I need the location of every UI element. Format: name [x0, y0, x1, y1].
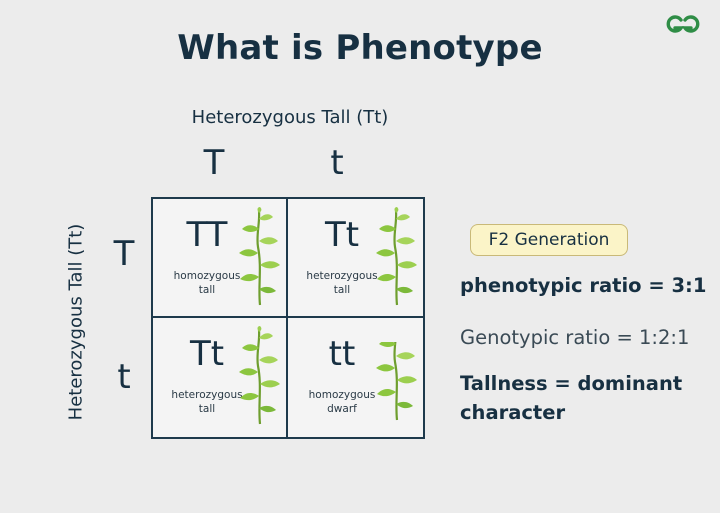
cell-description: heterozygous tall — [302, 269, 382, 297]
cell-description-line: tall — [333, 284, 351, 296]
cell-description-line: dwarf — [327, 403, 357, 415]
cell-description: homozygous dwarf — [302, 388, 382, 416]
top-allele-1: T — [203, 143, 225, 183]
cell-description-line: homozygous — [173, 270, 241, 282]
cell-genotype: TT — [186, 215, 228, 255]
side-allele-2: t — [117, 357, 131, 397]
tallness-line-1: Tallness = dominant — [460, 372, 683, 395]
f2-generation-badge: F2 Generation — [470, 224, 628, 256]
top-parent-label: Heterozygous Tall (Tt) — [191, 107, 389, 128]
gfg-logo-icon — [666, 15, 700, 33]
punnett-square: TT homozygous tall Tt heterozygous tall … — [151, 197, 425, 439]
top-allele-2: t — [330, 143, 344, 183]
plant-icon — [374, 342, 419, 422]
phenotypic-ratio: phenotypic ratio = 3:1 — [460, 274, 707, 297]
genotypic-ratio: Genotypic ratio = 1:2:1 — [460, 326, 690, 349]
side-allele-1: T — [113, 234, 135, 274]
punnett-cell: TT homozygous tall — [153, 199, 288, 318]
punnett-cell: Tt heterozygous tall — [153, 318, 288, 437]
side-parent-label: Heterozygous Tall (Tt) — [65, 223, 87, 421]
cell-description-line: tall — [198, 403, 216, 415]
punnett-cell: tt homozygous dwarf — [288, 318, 423, 437]
plant-icon — [237, 326, 282, 426]
cell-genotype: tt — [328, 334, 356, 374]
plant-icon — [237, 207, 282, 307]
cell-description: heterozygous tall — [167, 388, 247, 416]
cell-description-line: heterozygous — [306, 270, 378, 282]
tallness-line-2: character — [460, 401, 566, 424]
page-title: What is Phenotype — [177, 28, 543, 68]
cell-description-line: homozygous — [308, 389, 376, 401]
punnett-cell: Tt heterozygous tall — [288, 199, 423, 318]
cell-genotype: Tt — [189, 334, 225, 374]
cell-description-line: tall — [198, 284, 216, 296]
cell-description: homozygous tall — [167, 269, 247, 297]
plant-icon — [374, 207, 419, 307]
cell-genotype: Tt — [324, 215, 360, 255]
cell-description-line: heterozygous — [171, 389, 243, 401]
